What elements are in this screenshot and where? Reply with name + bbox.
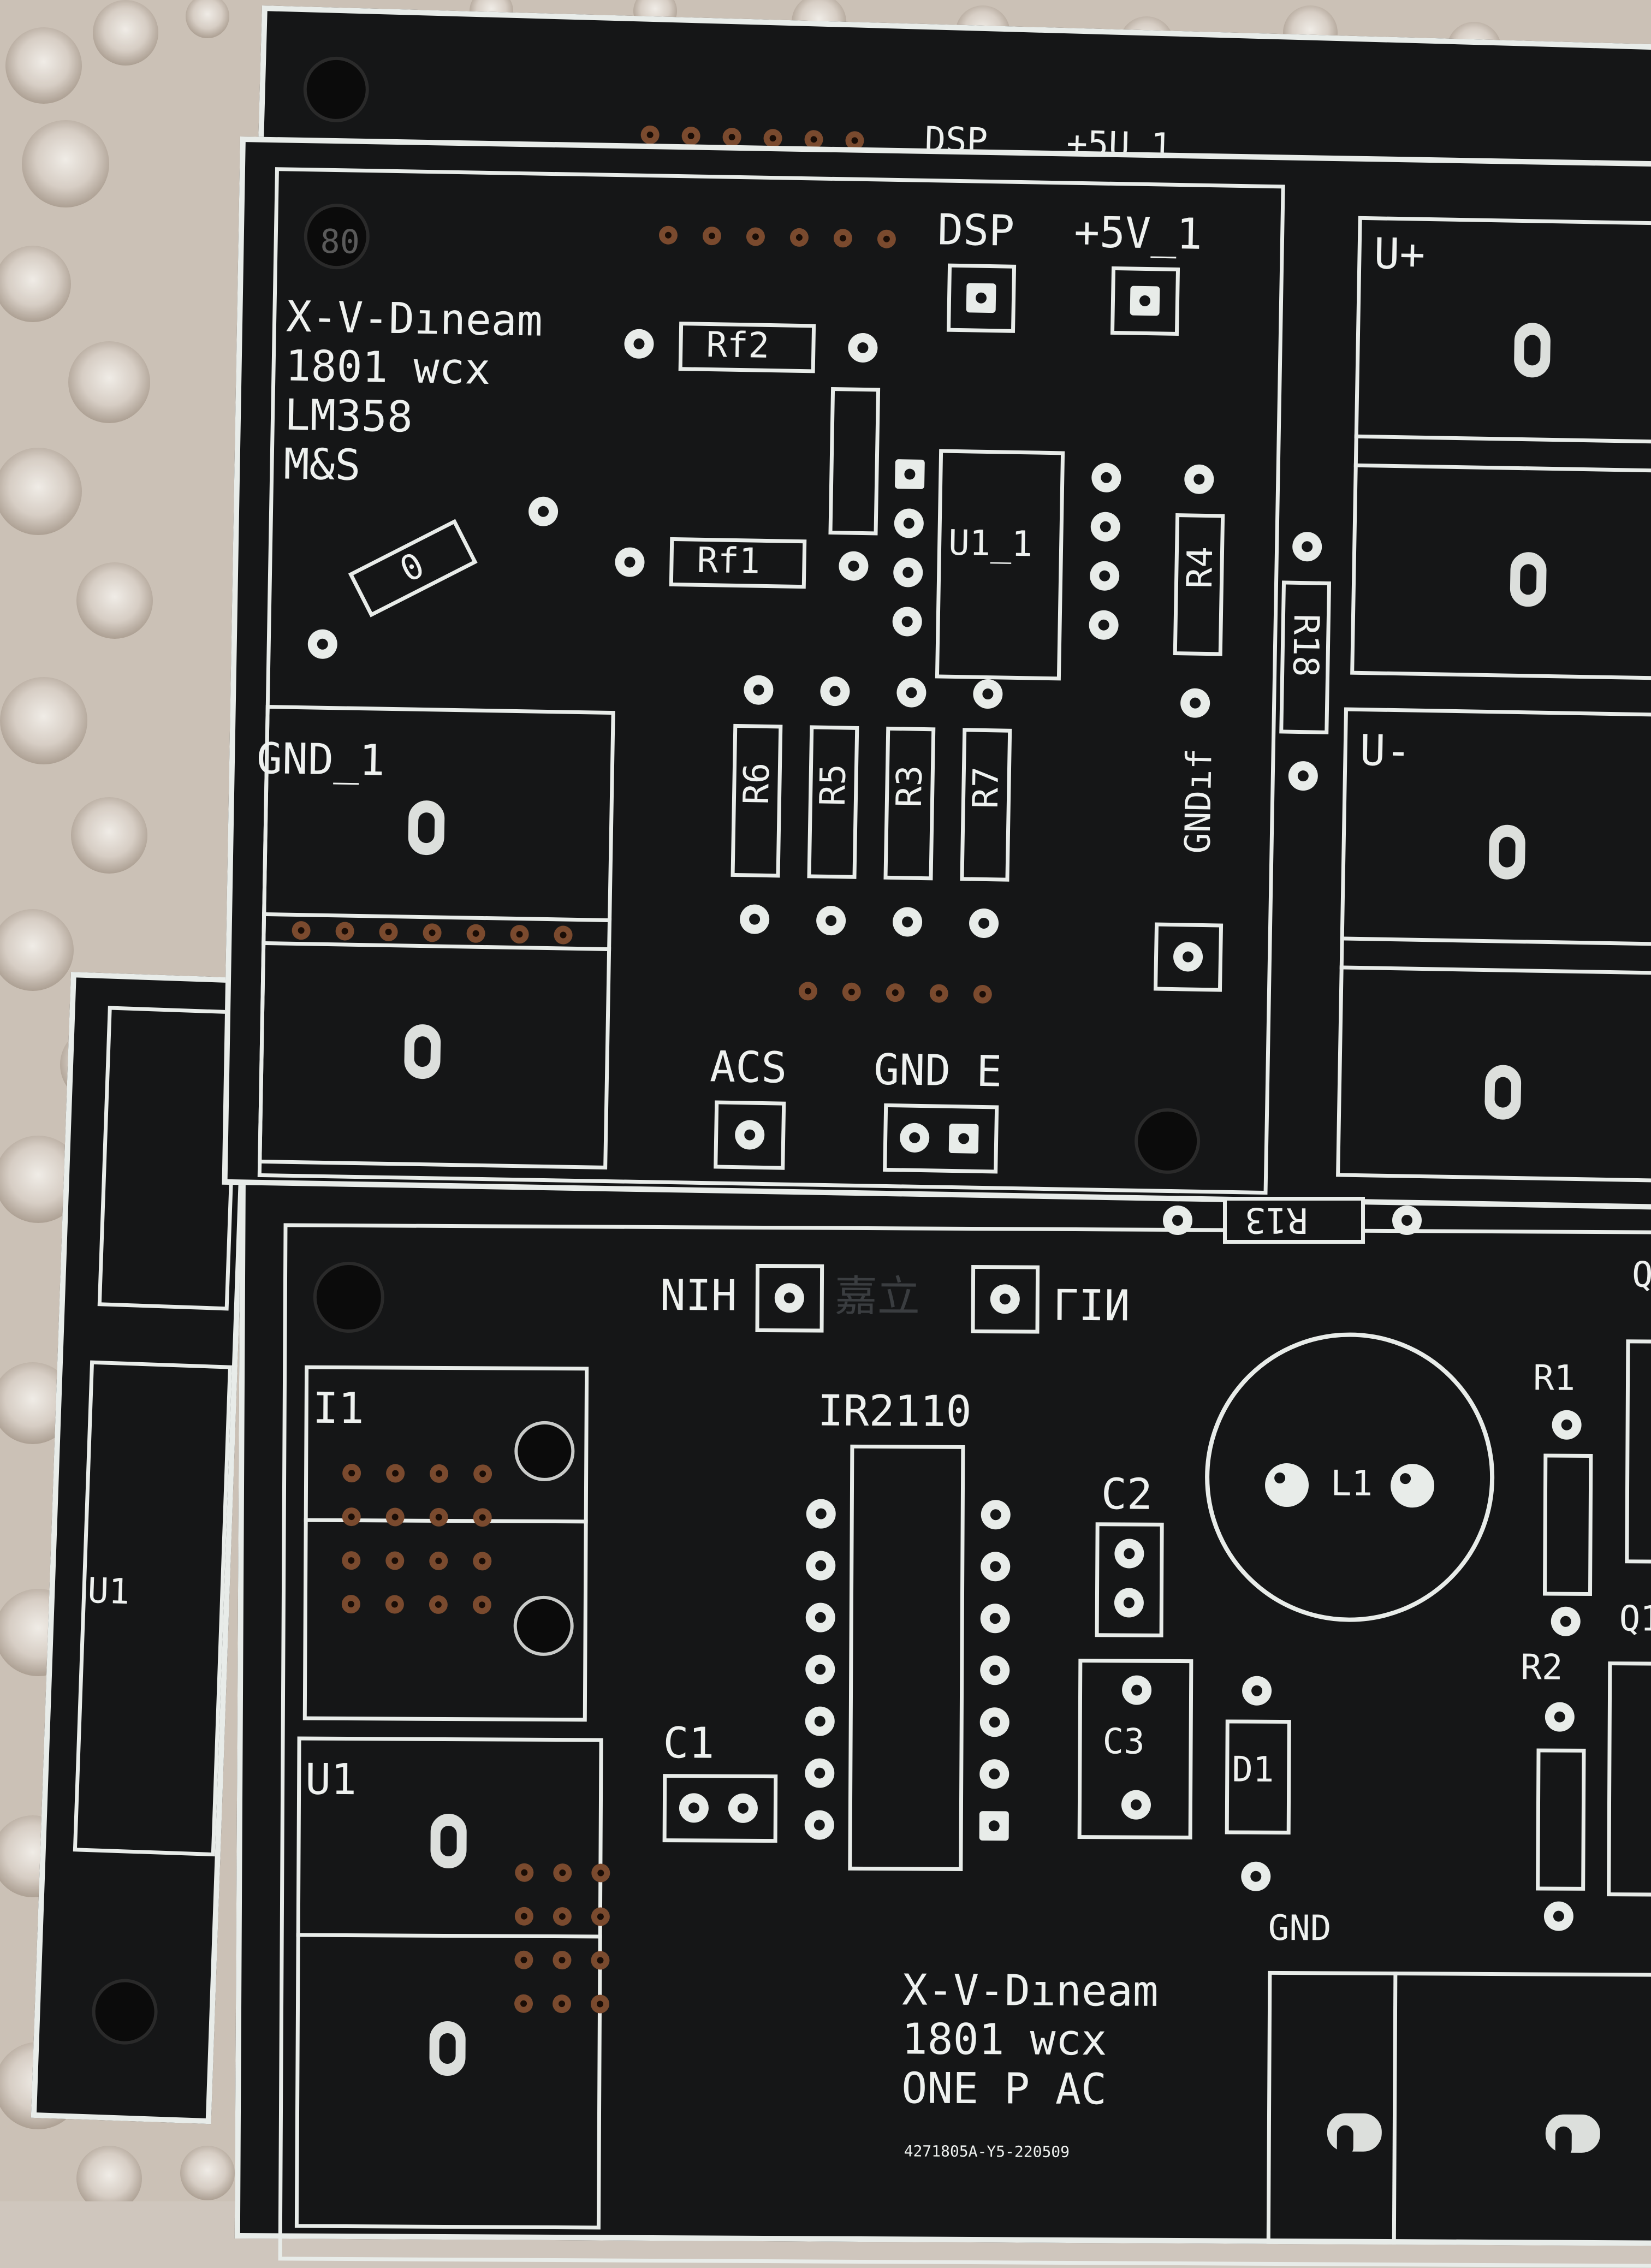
u1-footprint (294, 1736, 603, 2230)
ir2110-label: IR2110 (817, 1386, 972, 1437)
bottom-title-line3: ONE P AC (901, 2064, 1107, 2115)
c1-label: C1 (663, 1719, 715, 1768)
top-title-line2: 1801 wcx (284, 341, 491, 395)
mounting-hole (313, 1261, 385, 1333)
bottom-title-line2: 1801 wcx (901, 2015, 1107, 2065)
watermark-text: 嘉立 (834, 1272, 920, 1322)
r2-body (1536, 1748, 1586, 1891)
rf1-label: Rf1 (696, 540, 761, 582)
lin-label: LIN (1053, 1278, 1130, 1328)
bottom-title-line1: X-V-Dıneam (901, 1966, 1159, 2016)
r1-label: R1 (1533, 1358, 1576, 1399)
r1-body (1542, 1453, 1593, 1596)
r13-label: R13 (1245, 1200, 1308, 1240)
ir2110-footprint (848, 1444, 965, 1871)
gnd-e-label: GND E (873, 1045, 1002, 1097)
r2-label: R2 (1521, 1647, 1563, 1688)
u1-label: U1 (305, 1755, 357, 1805)
r13-body (1223, 1197, 1365, 1244)
c1-pad[interactable] (679, 1793, 709, 1823)
u-plus-label: U+ (1373, 229, 1426, 280)
mounting-hole (302, 56, 370, 123)
unlabeled-resistor (828, 387, 881, 536)
nih-label: NIH (660, 1271, 737, 1321)
acs-label: ACS (709, 1042, 788, 1093)
dsp-pad[interactable] (966, 283, 996, 313)
gnd-terminal-block (1266, 1970, 1651, 2246)
r13-strip: R13 (1157, 1190, 1485, 1250)
i1-label: I1 (312, 1384, 364, 1434)
5v-label: +5V_1 (1073, 207, 1203, 259)
serial-number: 4271805A-Y5-220509 (904, 2142, 1070, 2161)
r18-label: R18 (1285, 613, 1327, 678)
top-title-line4: M&S (283, 440, 361, 490)
q1-label: Q1 (1619, 1599, 1651, 1640)
top-title-line3: LM358 (284, 390, 413, 442)
top-title-line1: X-V-Dıneam (286, 292, 543, 346)
gnd-e-pad[interactable] (948, 1123, 979, 1154)
l1-label: L1 (1330, 1463, 1373, 1504)
u-minus-label: U- (1359, 726, 1412, 776)
top-pcb-board: 80 DSP +5V_1 X-V-Dıneam 1801 wcx LM358 M… (222, 136, 1651, 1210)
corner-mark: 80 (320, 222, 360, 262)
r6-label: R6 (736, 762, 778, 805)
c3-label: C3 (1102, 1721, 1145, 1762)
u1-1-label: U1_1 (948, 523, 1033, 565)
bottom-pcb-board: NIH 嘉立 LIN I1 U1 C1 IR2110 C2 (234, 1174, 1651, 2268)
nih-pad[interactable] (774, 1283, 804, 1313)
gndif-label: GNDıf (1178, 748, 1220, 854)
mounting-hole (91, 1978, 159, 2046)
rf2-label: Rf2 (705, 324, 770, 366)
gnd-label: GND (1268, 1908, 1332, 1949)
lin-pad[interactable] (990, 1284, 1020, 1314)
r5-label: R5 (812, 763, 854, 806)
r3-label: R3 (889, 764, 931, 808)
q-label: Q (1631, 1255, 1651, 1296)
r4-label: R4 (1179, 546, 1221, 589)
left-u1-label: U1 (87, 1570, 130, 1613)
u1-1-footprint (935, 449, 1065, 681)
d1-label: D1 (1232, 1749, 1274, 1790)
gnd-1-label: GND_1 (256, 734, 385, 786)
5v-pad[interactable] (1130, 286, 1160, 316)
dsp-label: DSP (937, 205, 1015, 256)
c2-label: C2 (1101, 1470, 1153, 1519)
c1-pad[interactable] (728, 1793, 758, 1823)
r7-label: R7 (965, 766, 1007, 809)
